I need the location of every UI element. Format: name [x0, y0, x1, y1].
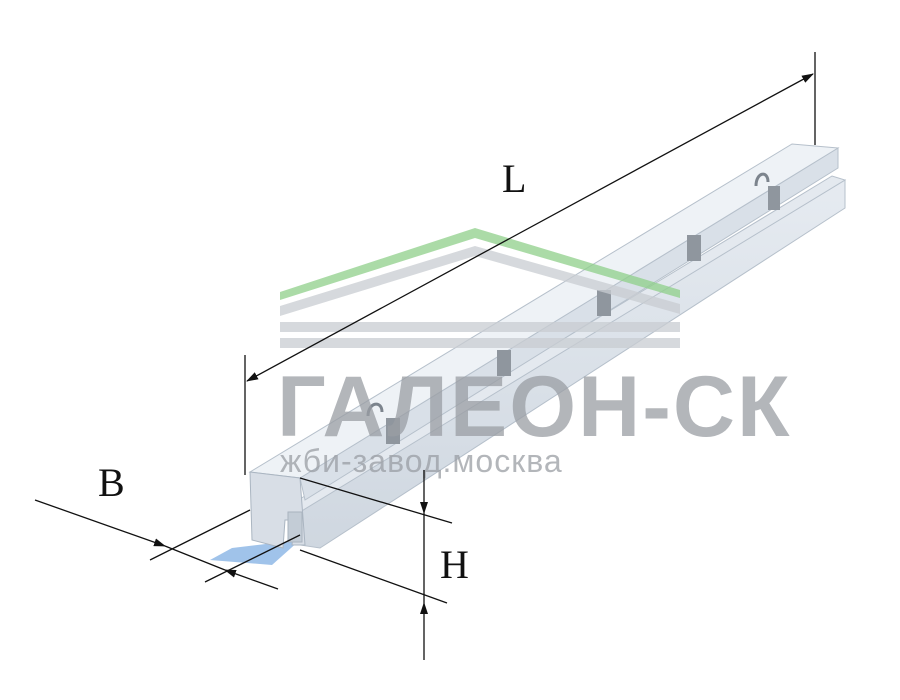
dimension-line-width: [164, 545, 226, 571]
dimension-line-length: [246, 73, 814, 382]
steel-plate: [687, 235, 701, 261]
dimension-height: [299, 470, 453, 660]
height-label: H: [440, 542, 469, 587]
steel-plate: [386, 418, 400, 444]
lifting-loop-icon: [366, 402, 384, 417]
steel-plate: [597, 290, 611, 316]
dimension-width: [34, 499, 301, 590]
watermark-title: ГАЛЕОН-СК: [277, 359, 791, 455]
beam-end-notch: [287, 511, 303, 543]
watermark-subtitle: жби-завод.москва: [280, 443, 563, 479]
steel-plate: [768, 186, 780, 210]
extension-line: [299, 549, 448, 604]
dimension-line-width: [224, 569, 279, 590]
watermark-band: [280, 338, 680, 348]
dimension-length: [244, 52, 816, 475]
extension-line: [204, 534, 301, 583]
beam-shadow: [210, 540, 300, 565]
extension-line: [149, 509, 251, 561]
extension-line: [299, 477, 453, 524]
dimension-line-width: [34, 499, 166, 547]
width-label: B: [98, 460, 125, 505]
length-label: L: [502, 156, 526, 201]
